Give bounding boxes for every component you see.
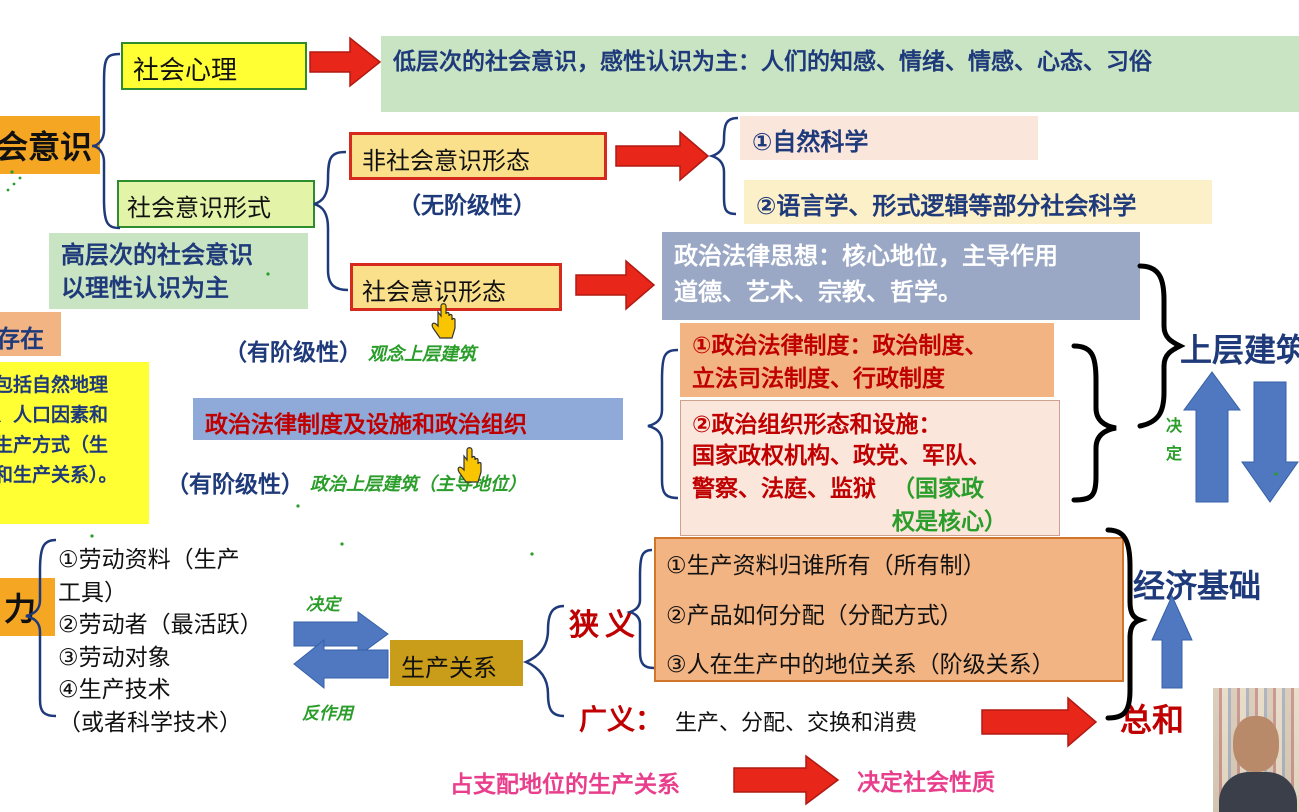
jueding-label: 决定: [306, 595, 340, 615]
xiayi-items-box: [654, 537, 1124, 682]
arrow-yishi-xingtai: [575, 259, 656, 311]
arrow-xinli: [309, 36, 382, 88]
hand-cursor-icon: [431, 303, 456, 339]
fei-yishi-xingtai-label: 非社会意识形态: [362, 147, 530, 175]
shehui-xinli-box: [121, 42, 307, 90]
brace-xingshi: [313, 150, 349, 292]
zuzhi-2-box: [680, 400, 1060, 536]
brace-shengchan: [522, 604, 565, 718]
cunzai-detail-box: [0, 362, 149, 524]
avatar-body: [1219, 772, 1297, 812]
zuzhi-2-title: ②政治组织形态和设施：: [692, 412, 942, 438]
xiayi-item-1: ①生产资料归谁所有（所有制）: [666, 553, 986, 579]
guangyi-label: 广义：: [579, 703, 664, 736]
brace-fei-yishi: [708, 116, 739, 216]
yuyan-xue-box: [744, 180, 1212, 224]
ziran-kexue: ①自然科学: [752, 128, 869, 156]
arrow-up-jueding: [1183, 371, 1241, 503]
cunzai-label: 存在: [0, 325, 44, 353]
laodong-ziliao: ①劳动资料（生产 工具） ②劳动者（最活跃） ③劳动对象 ④生产技术 （或者科学…: [58, 547, 263, 736]
brace-xiayi-items: [626, 548, 655, 670]
gaocengci-box: [49, 233, 308, 309]
shehui-yishi-box: [0, 116, 100, 174]
arrow-guangyi: [981, 696, 1098, 748]
arrow-down-fanzuoyong: [1241, 381, 1299, 503]
you-jiejixing-1: （有阶级性）: [224, 340, 362, 366]
guangyi-detail: 生产、分配、交换和消费: [675, 711, 918, 736]
zuzhi-2-red: 国家政权机构、政党、军队、 警察、法庭、监狱: [692, 443, 991, 502]
wu-jiejixing: （无阶级性）: [398, 193, 536, 219]
you-jiejixing-2: （有阶级性）: [166, 472, 304, 498]
shehui-yishi-label: 会意识: [0, 128, 93, 166]
zhidu-1-box: [680, 323, 1054, 397]
yuyan-xue: ②语言学、形式逻辑等部分社会科学: [756, 192, 1137, 220]
guannian-shangceng: 观念上层建筑: [368, 344, 476, 365]
brace-shehui-yishi: [91, 52, 121, 230]
presenter-video: [1213, 688, 1299, 812]
stray-dots: [6, 170, 1278, 556]
fei-yishi-xingtai-box: [349, 132, 607, 180]
zhidu-1: ①政治法律制度：政治制度、 立法司法制度、行政制度: [692, 333, 988, 392]
arrow-fei-yishi: [615, 130, 710, 182]
brace-right-top: [1137, 263, 1186, 429]
shehui-xinli-desc: 低层次的社会意识，感性认识为主：人们的知感、情绪、情感、心态、习俗: [393, 49, 1152, 75]
hand-cursor-icon: [457, 447, 482, 483]
brace-zhidu: [647, 348, 679, 500]
avatar: [1233, 716, 1279, 772]
xiayi-item-3: ③人在生产中的地位关系（阶级关系）: [666, 652, 1055, 678]
shengchan-guanxi: 生产关系: [401, 654, 497, 682]
zhengzhi-sixiang: 政治法律思想：核心地位，主导作用 道德、艺术、宗教、哲学。: [674, 242, 1058, 306]
li-box: [0, 578, 55, 636]
arrow-zhipei: [733, 754, 840, 806]
shengchan-guanxi-box: [390, 640, 523, 686]
shehui-yishi-xingshi-label: 社会意识形式: [127, 194, 271, 222]
jingji-jichu: 经济基础: [1133, 567, 1262, 605]
arrow-right-jueding: [293, 611, 389, 657]
xiayi-label: 狭义: [569, 608, 641, 643]
shehui-xinli-desc-box: [381, 36, 1299, 112]
arrow-left-fanzuoyong: [293, 638, 389, 690]
zhipei-label: 占支配地位的生产关系: [450, 772, 680, 798]
yishi-xingtai-label: 社会意识形态: [362, 278, 506, 306]
brace-laodong: [25, 538, 57, 718]
ziran-kexue-box: [740, 116, 1038, 160]
brace-right-bottom: [1105, 527, 1148, 721]
shangceng-jianzhu: 上层建筑: [1180, 331, 1299, 369]
brace-right-mid: [1071, 343, 1117, 503]
zuzhi-2-green: （国家政 权是核心）: [892, 476, 1007, 535]
cunzai-detail: 包括自然地理 、人口因素和 生产方式（生 和生产关系）。: [0, 374, 118, 486]
zhidu-sheshi: 政治法律制度及设施和政治组织: [205, 412, 527, 438]
xiayi-item-2: ②产品如何分配（分配方式）: [666, 603, 963, 629]
jueding-xingzhi: 决定社会性质: [857, 770, 995, 796]
yishi-xingtai-box: [350, 263, 562, 311]
li-label: 力: [4, 590, 37, 628]
cunzai-box: [0, 312, 61, 356]
jueding-vertical: 决 定: [1166, 416, 1183, 463]
shehui-xinli-label: 社会心理: [133, 56, 238, 86]
arrow-up-jingji: [1151, 594, 1193, 689]
zonghe: 总和: [1120, 701, 1185, 739]
zhidu-sheshi-box: [193, 398, 623, 440]
zhengzhi-sixiang-box: [662, 232, 1140, 320]
hand-cursors: [431, 303, 482, 483]
gaocengci-label: 高层次的社会意识 以理性认识为主: [61, 241, 253, 302]
fan-zuoyong-label: 反作用: [302, 704, 353, 724]
